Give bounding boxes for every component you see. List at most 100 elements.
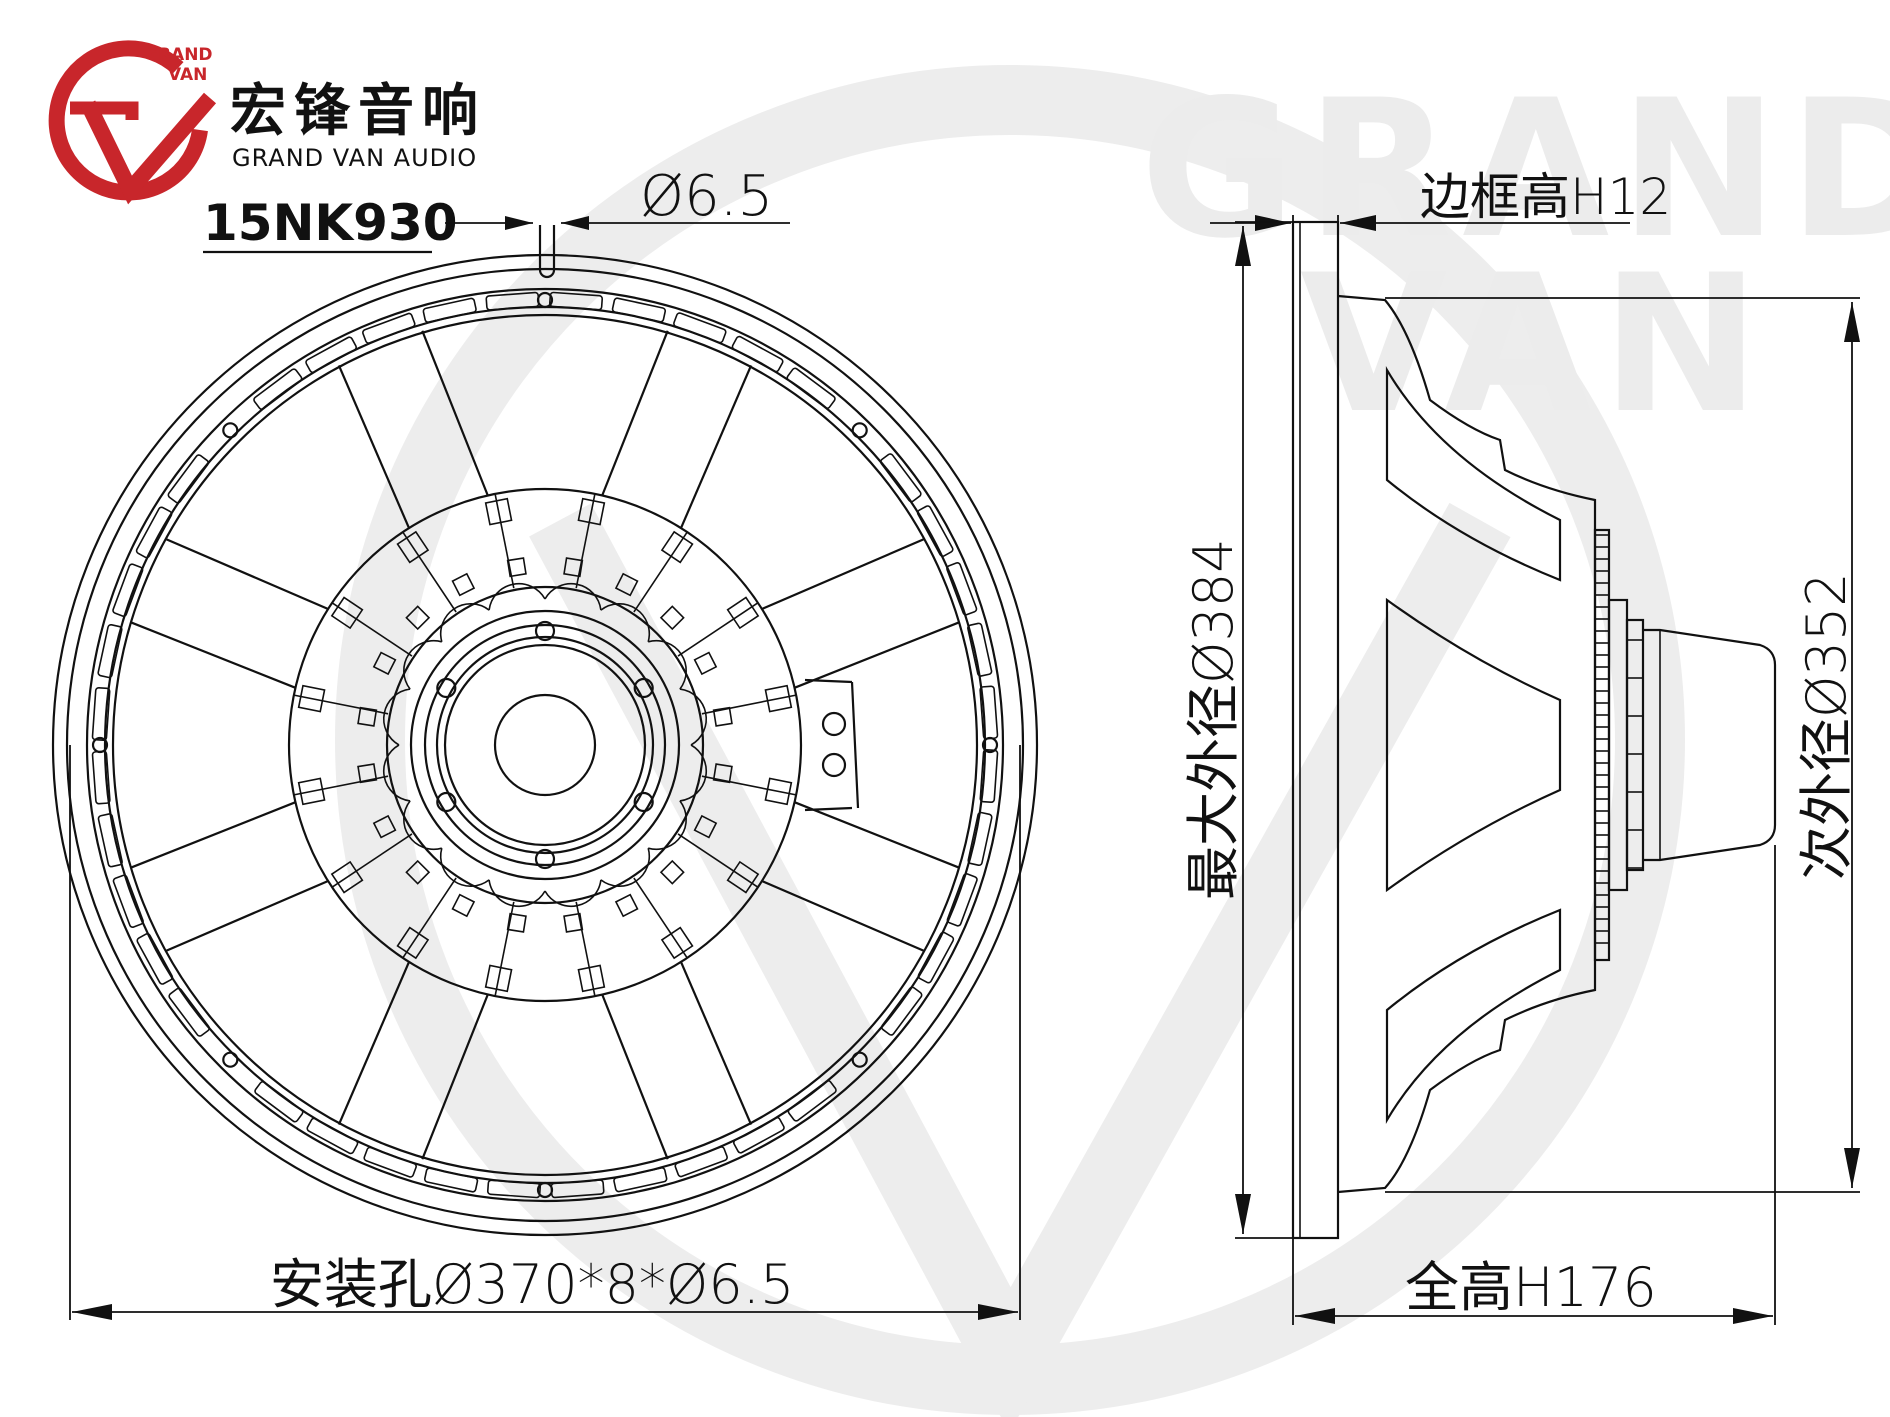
- mounting-hole: [222, 422, 239, 439]
- plate-tab: [330, 860, 364, 894]
- mounting-hole: [981, 736, 999, 754]
- side-view: [1291, 220, 1777, 1240]
- rim-slot: [967, 811, 993, 867]
- bolt-hole: [633, 791, 654, 813]
- rim-slot: [362, 312, 416, 344]
- front-view: [51, 225, 1039, 1237]
- top-plate-outer: [423, 623, 667, 867]
- rim-slot: [674, 1146, 728, 1178]
- rim-slot: [731, 335, 784, 373]
- logo-g-ring: [48, 40, 208, 201]
- rim-slot: [916, 505, 954, 557]
- basket-spokes: [130, 330, 960, 1160]
- magnet-plate-outer: [287, 487, 803, 1003]
- plate-tab: [297, 777, 326, 806]
- dim-sec-arrow-bottom: [1844, 1148, 1860, 1188]
- logo-text-van: VAN: [168, 65, 207, 85]
- plate-tab: [451, 893, 476, 918]
- model-number: 15NK930: [203, 194, 458, 252]
- plate-tab: [506, 557, 527, 578]
- model-label: 15NK930: [203, 194, 458, 254]
- spoke-edge: [679, 961, 753, 1126]
- rim-slot: [979, 748, 999, 804]
- bolt-hole: [534, 620, 556, 642]
- magnet-segments: [1627, 639, 1643, 869]
- dim-slot-arrow-left: [505, 216, 533, 230]
- plate-tab: [693, 651, 718, 676]
- front-dimensions: Ø6.5 安装孔Ø370*8*Ø6.5: [69, 164, 1021, 1320]
- spoke-edge: [761, 879, 926, 953]
- plate-tab: [712, 706, 733, 727]
- rim-slot: [306, 1117, 359, 1155]
- dim-frame-arrow-left: [1255, 215, 1291, 231]
- rim-slot: [787, 1079, 837, 1122]
- rim-slot: [613, 1167, 668, 1193]
- rim-slot: [91, 686, 111, 742]
- plate-tab: [563, 912, 584, 933]
- spoke-edge: [164, 879, 329, 953]
- rim-slot: [97, 623, 123, 679]
- plate-tab: [614, 893, 639, 918]
- dim-total-height: 全高H176: [1405, 1256, 1657, 1319]
- rim-slot: [305, 336, 357, 374]
- rim-slot: [136, 933, 174, 985]
- brand-name-cn: 宏锋音响: [230, 79, 486, 144]
- rim-slot: [917, 931, 955, 984]
- rim-slot: [423, 1167, 479, 1193]
- rim-slot: [880, 986, 923, 1036]
- dim-slot-diameter: Ø6.5: [640, 164, 773, 229]
- plate-tab: [660, 530, 694, 564]
- pole-ring: [443, 643, 647, 847]
- dim-secondary-outer-diameter: 次外径Ø352: [1795, 572, 1858, 880]
- rim-slot: [946, 562, 978, 616]
- plate-rib: [633, 531, 688, 613]
- side-dimensions: 边框高H12 最大外径Ø384 次外径Ø352 全高H176: [1182, 168, 1860, 1325]
- scallop: [647, 639, 687, 690]
- scallop: [382, 744, 411, 802]
- rim-slot: [112, 563, 144, 617]
- dim-sec-arrow-top: [1844, 302, 1860, 342]
- rim-slot: [611, 297, 667, 323]
- magnet-side-2: [1625, 618, 1645, 872]
- rim-slot: [422, 297, 477, 323]
- rim-slot: [673, 312, 727, 344]
- scallop: [403, 639, 443, 690]
- frame-flange: [1291, 220, 1340, 1240]
- dim-mount-arrow-left: [72, 1304, 112, 1320]
- rim-slot: [733, 1116, 785, 1154]
- plate-rib: [633, 877, 688, 959]
- scallop: [647, 800, 687, 851]
- dim-max-outer-diameter: 最大外径Ø384: [1182, 538, 1245, 900]
- scallop: [439, 847, 490, 887]
- plate-tab: [659, 605, 685, 631]
- magnet-ring: [409, 609, 681, 881]
- plate-tab: [330, 596, 364, 630]
- brand-logo: GRAND VAN 宏锋音响 GRAND VAN AUDIO: [48, 40, 486, 205]
- spoke-edge: [337, 364, 411, 529]
- terminal-post-top: [821, 711, 847, 737]
- mounting-hole: [536, 1181, 554, 1199]
- rim-slot: [967, 622, 993, 677]
- plate-rib: [677, 602, 759, 657]
- watermark-text-van: VAN: [1300, 234, 1770, 455]
- vent-hole: [493, 693, 597, 797]
- dim-total-arrow-left: [1295, 1308, 1335, 1324]
- watermark-text-grand: GRAND: [1140, 59, 1890, 280]
- plate-tab: [506, 912, 527, 933]
- slot-mark-end: [538, 269, 556, 279]
- spoke-edge: [679, 364, 753, 529]
- rim-slot: [363, 1146, 417, 1178]
- mounting-hole: [91, 736, 109, 754]
- spoke-edge: [794, 621, 960, 689]
- plate-rib: [677, 833, 759, 888]
- dim-mounting-holes: 安装孔Ø370*8*Ø6.5: [270, 1253, 794, 1316]
- spoke-edge: [421, 994, 489, 1160]
- slot-ring-outer: [85, 287, 1005, 1203]
- plate-tab: [577, 964, 606, 993]
- spoke-edge: [601, 994, 669, 1160]
- plate-tab: [693, 814, 718, 839]
- plate-rib: [701, 694, 797, 715]
- plate-tab: [726, 860, 760, 894]
- plate-tab: [405, 605, 431, 631]
